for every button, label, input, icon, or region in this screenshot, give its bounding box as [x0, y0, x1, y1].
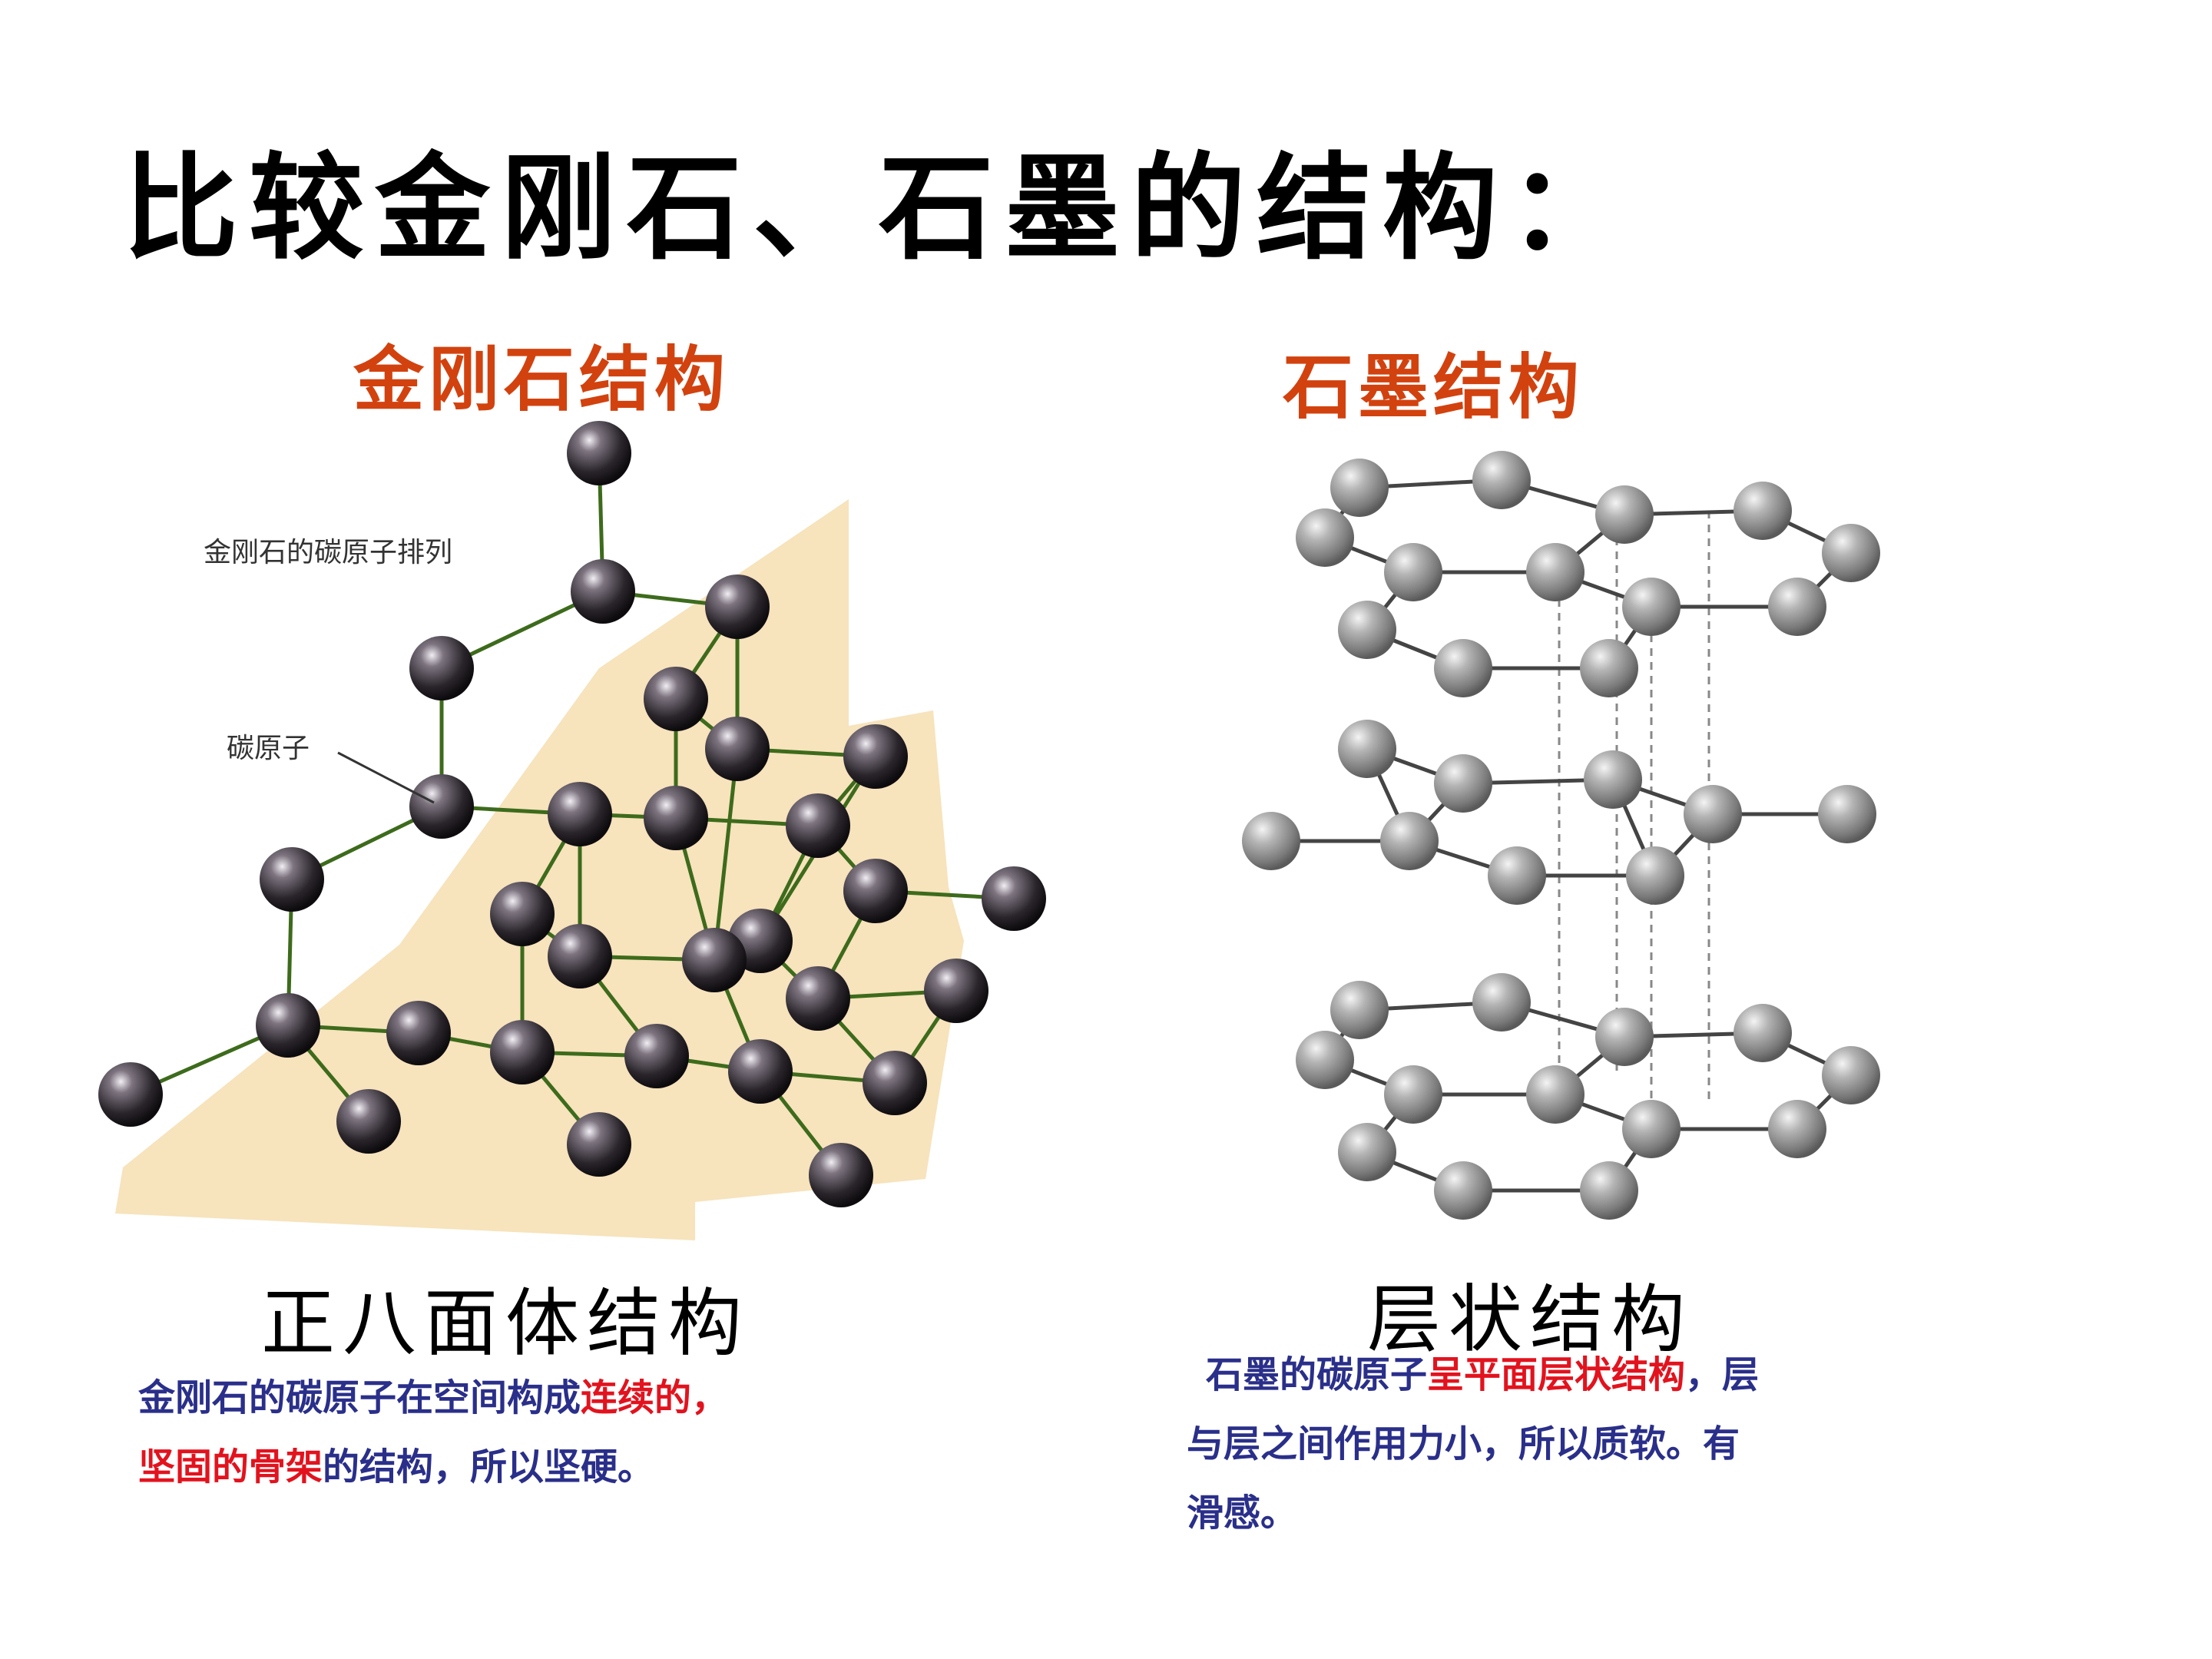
graphite-atom [1622, 1100, 1681, 1158]
graphite-atom [1384, 1065, 1442, 1124]
graphite-atom [1822, 1046, 1880, 1104]
graphite-atom [1380, 812, 1439, 870]
graphite-atom [1338, 1123, 1396, 1181]
carbon-atom [809, 1143, 873, 1207]
graphite-atom [1595, 1008, 1654, 1066]
carbon-atom-label: 碳原子 [227, 733, 310, 764]
graphite-atom [1768, 1100, 1826, 1158]
carbon-atom [786, 966, 850, 1031]
graphite-desc-part-4: 与层之间作用力小，所以质软。有 [1187, 1422, 1740, 1465]
graphite-atom [1768, 578, 1826, 636]
carbon-atom [644, 667, 708, 731]
graphite-atom [1595, 485, 1654, 544]
graphite-atom [1734, 482, 1792, 540]
graphite-atom [1296, 508, 1354, 567]
graphite-atom [1734, 1004, 1792, 1062]
graphite-atom [1526, 543, 1584, 601]
graphite-desc-part-1: 石墨的碳原子 [1206, 1353, 1428, 1396]
graphite-caption: 层状结构 [1367, 1277, 1693, 1363]
carbon-atom [567, 1112, 631, 1177]
carbon-atom [843, 859, 908, 923]
carbon-atom [786, 793, 850, 858]
carbon-atom [548, 924, 612, 988]
diamond-caption: 正八面体结构 [261, 1280, 750, 1366]
graphite-atom [1488, 846, 1546, 905]
carbon-atom [705, 717, 770, 781]
carbon-atom [567, 421, 631, 485]
carbon-atom [924, 959, 988, 1023]
carbon-atom [982, 866, 1046, 931]
diamond-desc-part-3: 坚固的骨架 [138, 1445, 323, 1488]
graphite-description-line-1: 石墨的碳原子呈平面层状结构，层 [1206, 1340, 1759, 1409]
diamond-arrangement-label: 金刚石的碳原子排列 [204, 537, 453, 568]
diamond-bond [712, 748, 740, 961]
graphite-atom [1330, 459, 1389, 517]
graphite-atom [1584, 750, 1642, 809]
graphite-atom [1622, 578, 1681, 636]
graphite-atom [1434, 1161, 1492, 1220]
graphite-atom [1526, 1065, 1584, 1124]
graphite-atom [1242, 812, 1300, 870]
carbon-atom [624, 1024, 689, 1088]
graphite-atom [1472, 973, 1531, 1031]
graphite-desc-part-5: 滑感。 [1187, 1492, 1298, 1535]
carbon-atom [98, 1062, 163, 1127]
graphite-description-line-2: 与层之间作用力小，所以质软。有 [1187, 1409, 1740, 1479]
graphite-atom [1330, 981, 1389, 1039]
carbon-atom [260, 847, 324, 912]
slide-title: 比较金刚石、石墨的结构： [123, 142, 1635, 276]
carbon-atom [728, 1039, 793, 1104]
graphite-heading: 石墨结构 [1283, 346, 1584, 429]
carbon-atom [644, 786, 708, 850]
graphite-atom [1434, 639, 1492, 697]
carbon-atom [490, 1020, 555, 1084]
graphite-atom [1384, 543, 1442, 601]
graphite-atom [1296, 1031, 1354, 1089]
diamond-atoms [98, 421, 1046, 1207]
graphite-atom [1472, 451, 1531, 509]
carbon-atom [409, 774, 474, 839]
graphite-atom [1684, 785, 1742, 843]
diamond-desc-part-4: 的结构，所以坚硬。 [323, 1445, 655, 1488]
graphite-atoms [1242, 451, 1880, 1220]
diamond-desc-part-2: 连续的， [581, 1376, 729, 1419]
diamond-description: 金刚石的碳原子在空间构成连续的， 坚固的骨架的结构，所以坚硬。 [138, 1363, 1060, 1502]
carbon-atom [843, 724, 908, 789]
carbon-atom [682, 928, 747, 992]
graphite-atom [1822, 524, 1880, 582]
carbon-atom [386, 1001, 451, 1065]
graphite-atom [1338, 601, 1396, 659]
graphite-atom [1580, 1161, 1638, 1220]
graphite-atom [1580, 639, 1638, 697]
graphite-atom [1818, 785, 1876, 843]
carbon-atom [571, 559, 635, 624]
carbon-atom [863, 1051, 927, 1115]
graphite-atom [1626, 846, 1684, 905]
carbon-atom [409, 636, 474, 700]
graphite-description-line-3: 滑感。 [1187, 1479, 1297, 1548]
carbon-atom [705, 575, 770, 639]
carbon-atom [490, 882, 555, 946]
graphite-desc-part-3: ，层 [1685, 1353, 1760, 1396]
diamond-desc-part-1: 金刚石的碳原子在空间构成 [138, 1376, 581, 1419]
graphite-atom [1434, 754, 1492, 813]
carbon-atom [256, 993, 320, 1058]
carbon-atom [336, 1089, 401, 1154]
diamond-heading: 金刚石结构 [353, 339, 730, 421]
atom-pointer-line [337, 751, 435, 804]
graphite-desc-part-2: 呈平面层状结构 [1427, 1353, 1686, 1396]
carbon-atom [548, 782, 612, 846]
graphite-atom [1338, 720, 1396, 778]
